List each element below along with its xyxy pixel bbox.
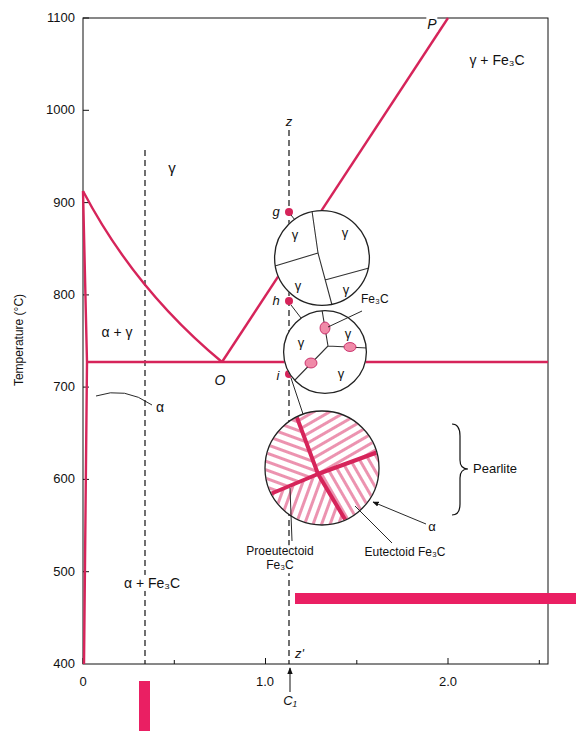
cementite-particle — [320, 322, 330, 334]
marker-bar — [139, 681, 150, 731]
phase-boundary — [83, 191, 87, 664]
point-label: z — [285, 115, 294, 130]
micrograph-ground — [283, 310, 367, 394]
axis-tick-label: 2.0 — [438, 675, 458, 690]
axis-tick-label: 1000 — [45, 103, 76, 118]
microconstituent-label: Fe₃C — [360, 293, 390, 307]
bracket — [452, 424, 468, 515]
point-label: O — [214, 372, 227, 388]
phase-label: γ — [292, 228, 299, 241]
axis-tick-label: 1.0 — [255, 675, 275, 690]
axis-tick-label: 800 — [52, 288, 76, 303]
phase-label: γ — [345, 327, 352, 340]
composition-arrow — [290, 668, 291, 692]
cementite-particle — [344, 343, 356, 352]
leader-line — [290, 488, 292, 541]
circle-outline — [283, 310, 367, 394]
phase-field-label: α + Fe₃C — [123, 575, 181, 591]
phase-field-label: α — [155, 399, 165, 415]
axis-tick-label: 0 — [78, 675, 87, 690]
state-point — [285, 297, 293, 305]
microstructure-circle: γ γ γ — [283, 310, 367, 394]
leader-arrow — [373, 502, 426, 524]
micrograph-ground — [274, 210, 370, 306]
leader-line — [355, 506, 392, 543]
phase-label: γ — [338, 367, 345, 380]
grain-boundary — [294, 310, 367, 381]
point-label: z' — [294, 647, 305, 662]
axis-tick-label: 400 — [52, 657, 76, 672]
phase-boundary — [83, 191, 222, 362]
point-label: P — [426, 16, 437, 32]
circle-outline — [284, 311, 367, 394]
cementite-particle — [305, 358, 317, 368]
microconstituent-label: Proeutectoid Fe₃C — [235, 545, 325, 573]
leader-line — [291, 215, 303, 414]
point-label: h — [271, 294, 280, 309]
axis-tick-label: 1100 — [46, 11, 76, 26]
circle-outline — [275, 211, 370, 306]
microconstituent-label: Pearlite — [472, 462, 518, 477]
microconstituent-label: Eutectoid Fe₃C — [364, 546, 447, 560]
phase-label: γ — [342, 226, 349, 239]
point-label: g — [271, 205, 280, 220]
micrograph-outline — [265, 411, 379, 525]
axis-ticks — [83, 18, 539, 664]
leader-line — [96, 393, 152, 405]
plot-frame — [83, 18, 548, 664]
circle-outline — [274, 210, 370, 306]
phase-boundary — [222, 18, 448, 362]
proeutectoid-cementite — [268, 415, 378, 521]
phase-field-label: γ + Fe₃C — [468, 52, 525, 68]
phase-label: γ — [343, 283, 350, 296]
axis-tick-label: 900 — [52, 196, 76, 211]
marker-bar — [295, 593, 576, 604]
axis-tick-label: 500 — [52, 565, 76, 580]
leader-line — [328, 311, 362, 327]
state-point — [285, 208, 293, 216]
grain-boundary — [275, 211, 369, 305]
point-label: i — [276, 369, 281, 384]
phase-label: γ — [295, 279, 302, 292]
microstructure-circle: γ γ γ γ — [274, 210, 370, 306]
phase-field-label: γ — [167, 159, 177, 176]
axis-title: Temperature (°C) — [13, 293, 27, 387]
axis-tick-label: 600 — [52, 472, 76, 487]
phase-label: α — [427, 520, 437, 535]
pearlite-colony — [318, 430, 440, 550]
phase-label: γ — [298, 336, 305, 349]
phase-field-label: α + γ — [100, 324, 133, 340]
axis-tick-label: 700 — [52, 380, 76, 395]
composition-label: C₁ — [282, 694, 298, 709]
